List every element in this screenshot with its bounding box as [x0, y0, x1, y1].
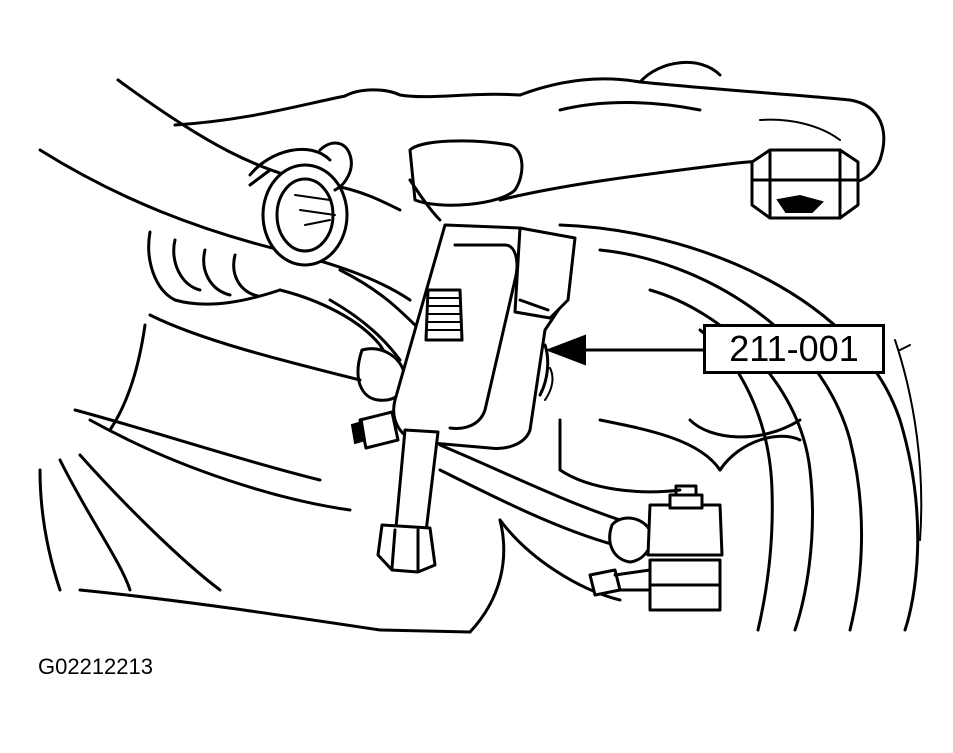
tool-number-label: 211-001 [729, 328, 859, 369]
figure-id: G02212213 [38, 654, 153, 679]
callout-leader-arrow [545, 334, 705, 366]
tool-number-callout: 211-001 [703, 324, 885, 374]
nut-bolt-top-right [750, 148, 860, 220]
brake-rotor [558, 223, 923, 632]
ball-joint-separator-tool [376, 223, 577, 574]
lower-control-arm [38, 313, 622, 634]
tie-rod-shaft [328, 268, 422, 450]
tie-rod-boot [38, 148, 412, 482]
outer-tie-rod-end [438, 443, 724, 612]
steering-knuckle [408, 139, 802, 494]
sway-bar-link [248, 141, 353, 267]
